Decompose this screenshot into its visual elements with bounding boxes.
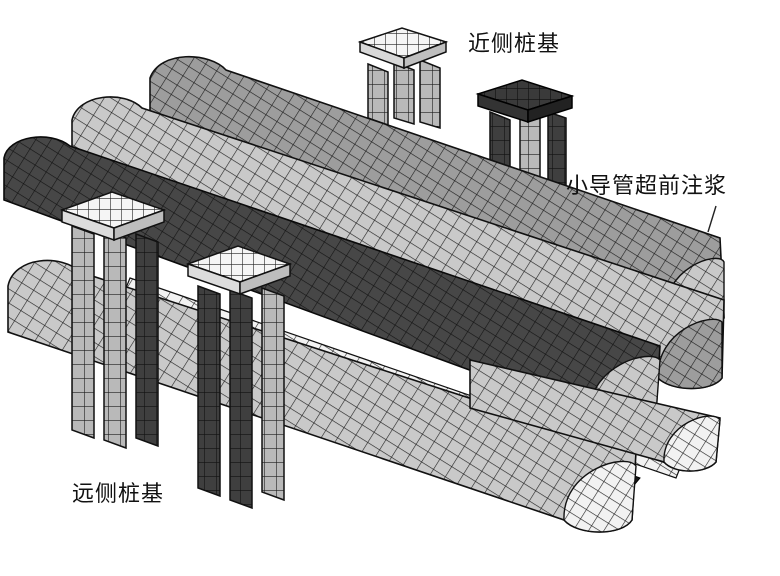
far-pile-label: 远侧桩基	[72, 482, 165, 507]
near-pile-column-b	[393, 60, 415, 126]
pipe-grouting-label: 小导管超前注浆	[566, 174, 728, 199]
near-pile-dark-cap-side-right	[527, 94, 573, 124]
far-pile-column-c	[135, 232, 159, 448]
near-pile-column-c	[419, 58, 441, 130]
far-pile-column-d	[197, 284, 221, 498]
far-pile-cap-side-right-2	[239, 262, 291, 296]
far-pile-cap-side-right	[113, 208, 165, 242]
near-pile-column-dark-c	[547, 110, 567, 188]
near-pile-cap-side-right	[403, 40, 447, 70]
far-pile-column-a	[71, 224, 95, 440]
near-pile-label: 近侧桩基	[468, 32, 561, 57]
far-pile-column-e	[229, 288, 253, 510]
far-pile-column-f	[261, 286, 285, 502]
tunnel-right-lower	[469, 358, 721, 472]
grouting-leader-line	[707, 205, 717, 233]
far-pile-group	[59, 191, 293, 510]
tunnel-front-light	[7, 259, 637, 533]
near-pile-column-a	[367, 62, 389, 127]
near-pile-group	[357, 27, 575, 190]
far-pile-column-b	[103, 228, 127, 450]
